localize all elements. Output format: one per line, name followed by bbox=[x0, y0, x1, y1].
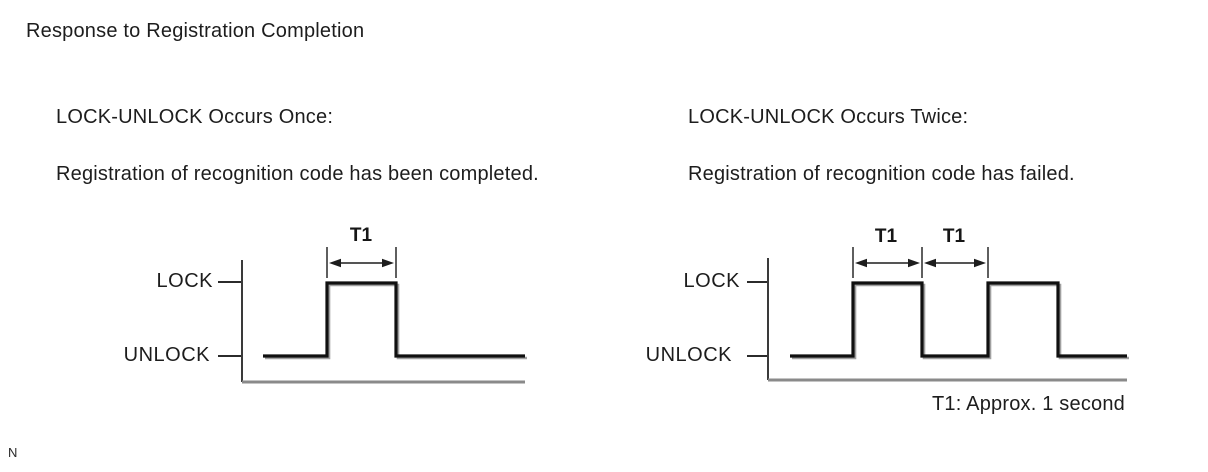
lock-label: LOCK bbox=[684, 270, 741, 292]
waveform bbox=[263, 281, 525, 358]
waveform-shadow bbox=[792, 283, 1129, 360]
t1-note: T1: Approx. 1 second bbox=[932, 393, 1126, 415]
t1-arrow-second bbox=[924, 258, 986, 268]
panel-twice-heading: LOCK-UNLOCK Occurs Twice: bbox=[688, 106, 969, 128]
t1-arrow-first bbox=[855, 258, 920, 268]
t1-label-second: T1 bbox=[943, 226, 966, 247]
timing-diagram-once: LOCK UNLOCK T1 bbox=[124, 225, 527, 384]
unlock-label: UNLOCK bbox=[124, 344, 211, 366]
t1-label-first: T1 bbox=[875, 226, 898, 247]
t1-label: T1 bbox=[350, 225, 373, 246]
waveform bbox=[790, 281, 1127, 358]
page-title: Response to Registration Completion bbox=[26, 20, 365, 42]
t1-arrow bbox=[329, 258, 394, 268]
t1-arrowhead-left bbox=[924, 258, 936, 268]
lock-label: LOCK bbox=[157, 270, 214, 292]
t1-arrowhead-right bbox=[382, 258, 394, 268]
panel-twice-description: Registration of recognition code has fai… bbox=[688, 163, 1075, 185]
panel-once-heading: LOCK-UNLOCK Occurs Once: bbox=[56, 106, 334, 128]
t1-arrowhead-right bbox=[974, 258, 986, 268]
unlock-label: UNLOCK bbox=[646, 344, 733, 366]
timing-diagram-twice: LOCK UNLOCK T1 T1 bbox=[646, 226, 1129, 382]
t1-arrowhead-left bbox=[329, 258, 341, 268]
page-marker: N bbox=[8, 445, 18, 460]
waveform-shadow bbox=[265, 283, 527, 360]
panel-once-description: Registration of recognition code has bee… bbox=[56, 163, 539, 185]
t1-arrowhead-left bbox=[855, 258, 867, 268]
t1-arrowhead-right bbox=[908, 258, 920, 268]
